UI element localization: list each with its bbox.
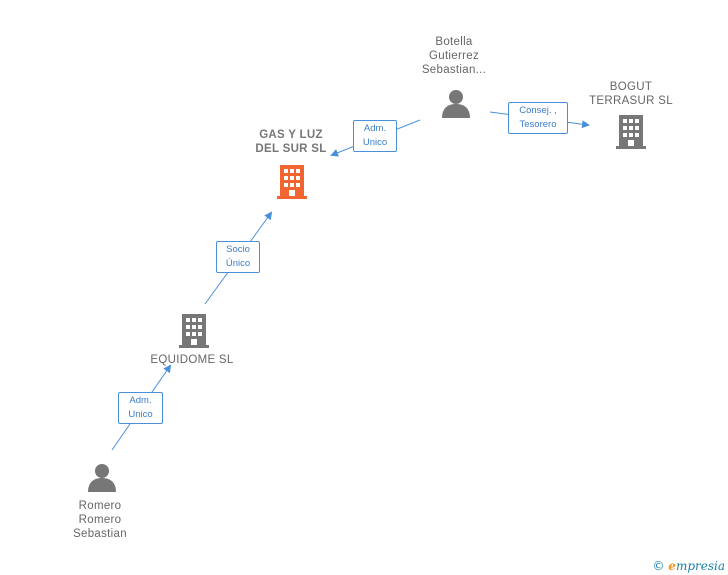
node-equidome-label: EQUIDOME SL [150, 354, 234, 366]
building-icon [277, 165, 307, 199]
empresia-logo: © empresia [652, 559, 725, 573]
edge-label-romero-equidome[interactable]: Adm. Unico [118, 392, 163, 424]
brand-e: e [668, 559, 676, 573]
node-bogut-label: BOGUT TERRASUR SL [589, 81, 673, 107]
person-icon [88, 464, 116, 492]
edge-label-botella-bogut[interactable]: Consej. , Tesorero [508, 102, 568, 134]
node-gas-label: GAS Y LUZ DEL SUR SL [255, 129, 327, 155]
building-icon [616, 115, 646, 149]
building-icon [179, 314, 209, 348]
node-botella-label: Botella Gutierrez Sebastian... [421, 36, 487, 76]
copyright-symbol: © [652, 559, 665, 573]
edge-label-botella-gas[interactable]: Adm. Unico [353, 120, 397, 152]
brand-name: mpresia [675, 559, 725, 573]
person-icon [442, 90, 470, 118]
edge-label-equidome-gas[interactable]: Socio Único [216, 241, 260, 273]
node-romero-label: Romero Romero Sebastian [73, 500, 127, 540]
